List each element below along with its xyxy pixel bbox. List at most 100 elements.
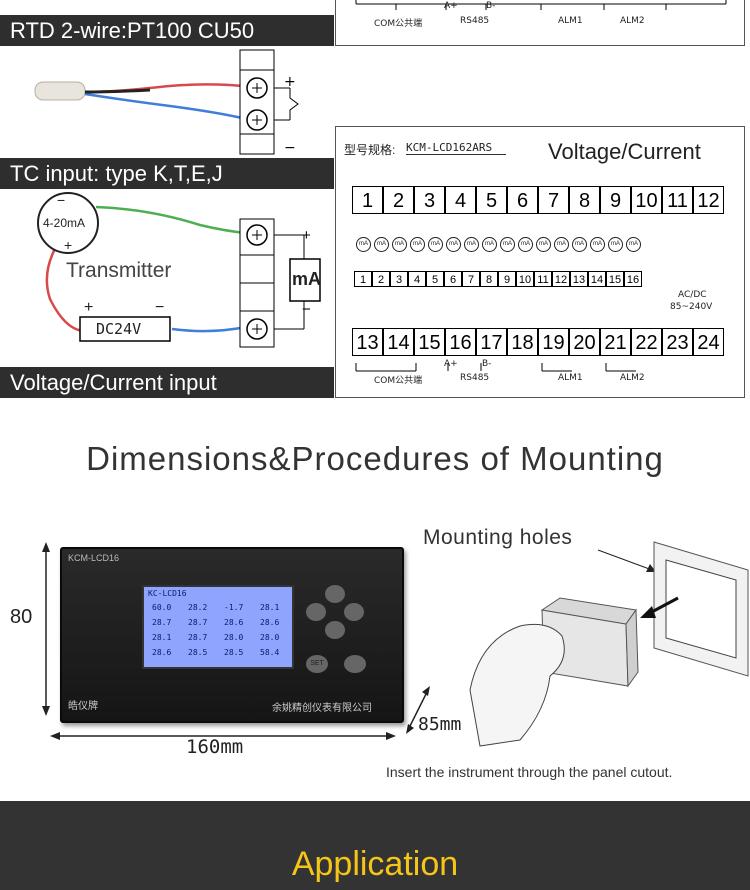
wiring-com: COM公共端	[374, 376, 423, 386]
width-dimension: 160mm	[186, 736, 244, 758]
lcd-title: KC-LCD16	[148, 589, 187, 598]
alm1-label: ALM1	[558, 16, 583, 26]
device-brand: 皓仪牌	[68, 701, 98, 712]
terminal-bottom: 14	[383, 328, 414, 356]
transmitter-minus: −	[57, 192, 66, 208]
mini-terminal: 16	[624, 271, 642, 287]
alm2-label: ALM2	[620, 16, 645, 26]
dimension-arrows	[42, 542, 430, 740]
terminal-top: 4	[445, 186, 476, 214]
wiring-b-minus: B-	[482, 359, 492, 369]
model-value: KCM-LCD162ARS	[406, 141, 507, 155]
lcd-value: 28.7	[188, 633, 208, 642]
lcd-value: 28.1	[260, 603, 280, 612]
terminal-top: 9	[600, 186, 631, 214]
terminal-bottom: 22	[631, 328, 662, 356]
lcd-value: 28.5	[188, 648, 208, 657]
terminal-bottom: 20	[569, 328, 600, 356]
top-wiring-panel-partial: A+ B- COM公共端 RS485 ALM1 ALM2	[335, 0, 745, 46]
ma-meter-icon: mA	[482, 237, 497, 252]
terminal-top: 3	[414, 186, 445, 214]
mini-terminal: 13	[570, 271, 588, 287]
mini-terminal: 1	[354, 271, 372, 287]
mini-terminal: 12	[552, 271, 570, 287]
ma-meter-icon: mA	[572, 237, 587, 252]
b-minus-label: B-	[486, 1, 496, 11]
ma-meter-icon: mA	[518, 237, 533, 252]
terminal-bottom: 16	[445, 328, 476, 356]
lcd-value: 28.6	[152, 648, 172, 657]
ma-meter-icon: mA	[464, 237, 479, 252]
mini-terminal: 10	[516, 271, 534, 287]
mode-title: Voltage/Current	[548, 139, 701, 164]
model-label: 型号规格:	[344, 143, 396, 157]
ma-meter-icon: mA	[608, 237, 623, 252]
mini-terminal: 4	[408, 271, 426, 287]
svg-text:+: +	[284, 74, 296, 90]
meter-plus: +	[302, 227, 311, 244]
down-button[interactable]	[325, 621, 345, 639]
acdc-label: AC/DC	[678, 290, 707, 300]
ma-meter-icon: mA	[374, 237, 389, 252]
lcd-value: 28.2	[188, 603, 208, 612]
transmitter-label: Transmitter	[66, 259, 172, 282]
svg-text:−: −	[284, 140, 296, 156]
ma-meter-icon: mA	[446, 237, 461, 252]
ammeter-label: mA	[292, 269, 322, 289]
mini-terminal: 7	[462, 271, 480, 287]
terminal-bottom: 24	[693, 328, 724, 356]
supply-plus: +	[84, 299, 94, 316]
ma-meter-icon: mA	[356, 237, 371, 252]
tc-label-bar: TC input: type K,T,E,J	[0, 158, 334, 189]
wiring-alm1: ALM1	[558, 373, 583, 383]
terminal-top: 5	[476, 186, 507, 214]
lcd-value: 28.6	[224, 618, 244, 627]
ma-meter-icon: mA	[428, 237, 443, 252]
left-button[interactable]	[306, 603, 326, 621]
current-range-label: 4-20mA	[43, 216, 86, 230]
ma-meter-icon: mA	[410, 237, 425, 252]
ma-meter-icon: mA	[554, 237, 569, 252]
height-dimension: 80	[10, 606, 33, 628]
mini-terminal: 8	[480, 271, 498, 287]
ma-meter-icon: mA	[392, 237, 407, 252]
application-title: Application	[291, 845, 459, 883]
lcd-value: 28.0	[224, 633, 244, 642]
terminal-top: 2	[383, 186, 414, 214]
depth-dimension: 85mm	[418, 714, 462, 735]
transmitter-wiring	[37, 192, 321, 348]
supply-minus: −	[155, 299, 165, 316]
terminal-bottom: 19	[538, 328, 569, 356]
rs485-label: RS485	[460, 16, 490, 26]
rtd-label-bar: RTD 2-wire:PT100 CU50	[0, 15, 334, 46]
terminal-top: 7	[538, 186, 569, 214]
vc-label-bar: Voltage/Current input	[0, 367, 334, 398]
mini-terminal: 9	[498, 271, 516, 287]
ma-meter-icon: mA	[536, 237, 551, 252]
right-button[interactable]	[344, 603, 364, 621]
terminal-top: 12	[693, 186, 724, 214]
mini-terminal: 6	[444, 271, 462, 287]
terminal-bottom: 23	[662, 328, 693, 356]
return-button[interactable]	[344, 655, 366, 673]
terminal-bottom: 17	[476, 328, 507, 356]
terminal-top: 6	[507, 186, 538, 214]
lcd-value: 28.7	[188, 618, 208, 627]
bottom-wiring-lines	[355, 363, 636, 372]
set-button[interactable]: SET	[306, 655, 328, 673]
mounting-title: Dimensions&Procedures of Mounting	[86, 440, 664, 477]
thermocouple-illustration: + −	[34, 49, 299, 156]
application-banner: Application	[0, 801, 750, 890]
terminal-bottom: 18	[507, 328, 538, 356]
mounting-holes-label: Mounting holes	[423, 526, 573, 549]
supply-voltage-label: DC24V	[96, 320, 142, 338]
lcd-value: -1.7	[224, 603, 244, 612]
mini-terminal: 3	[390, 271, 408, 287]
terminal-bottom: 15	[414, 328, 445, 356]
up-button[interactable]	[325, 585, 345, 603]
supply-range-label: 85~240V	[670, 302, 713, 312]
lcd-value: 28.7	[152, 618, 172, 627]
device-maker: 余姚精创仪表有限公司	[272, 703, 372, 714]
lcd-value: 28.6	[260, 618, 280, 627]
